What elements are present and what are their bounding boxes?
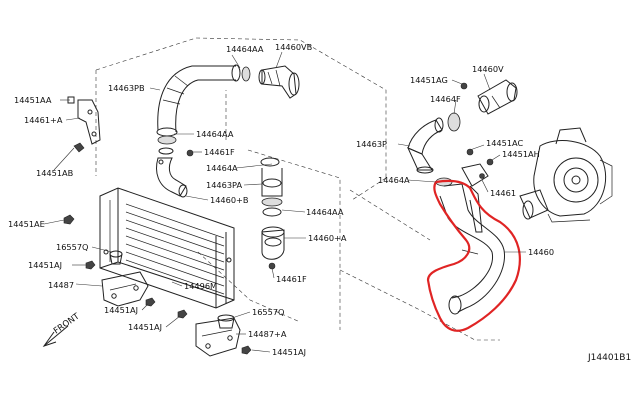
label-14460v: 14460V: [472, 64, 504, 74]
label-14451aa: 14451AA: [14, 95, 52, 105]
left-bracket: [67, 96, 101, 153]
label-14451aj-left: 14451AJ: [28, 260, 62, 270]
bolt-14451aj-mid: [145, 297, 156, 307]
lower-left-bracket: [101, 271, 149, 307]
label-14464aa-top: 14464AA: [226, 44, 264, 54]
mount-left: [109, 250, 123, 265]
elbow-outlet: [156, 149, 194, 198]
label-14464f: 14464F: [430, 94, 461, 104]
front-label: FRONT: [52, 311, 82, 336]
hose-14463p: [407, 117, 444, 174]
bolt-14451ag: [460, 82, 468, 90]
label-14464a-mid: 14464A: [206, 163, 238, 173]
highlight-outline: [426, 179, 521, 332]
label-14487: 14487: [48, 280, 74, 290]
label-14451aj-mid: 14451AJ: [104, 305, 138, 315]
turbo-inlet-tube: [477, 79, 518, 115]
turbocharger: [519, 127, 613, 223]
label-16557q-right: 16557Q: [252, 307, 285, 317]
clamp-14464f: [447, 112, 461, 132]
label-14460vb: 14460VB: [275, 42, 313, 52]
bolt-14451aj-bottom: [177, 309, 188, 319]
label-14451aj-bottom: 14451AJ: [128, 322, 162, 332]
bolt-14451aj-right: [241, 345, 252, 355]
label-14461f-low: 14461F: [276, 274, 307, 284]
label-14461: 14461: [490, 188, 516, 198]
lower-right-bracket: [195, 317, 241, 357]
upper-tube-assembly: [241, 65, 300, 99]
label-14464aa-right: 14464AA: [306, 207, 344, 217]
label-14451aj-right: 14451AJ: [272, 347, 306, 357]
label-14451ag: 14451AG: [410, 75, 448, 85]
front-direction-arrow: FRONT: [42, 311, 82, 347]
label-14461f-top: 14461F: [204, 147, 235, 157]
label-14464aa-mid: 14464AA: [196, 129, 234, 139]
label-14461a-left: 14461+A: [24, 115, 63, 125]
label-14463pb: 14463PB: [108, 83, 145, 93]
label-14451ae: 14451AE: [8, 219, 45, 229]
upper-intercooler-hose: [156, 64, 241, 155]
label-14451ac: 14451AC: [486, 138, 524, 148]
intercooler-pipe-14460: [439, 183, 505, 315]
label-14451ah: 14451AH: [502, 149, 540, 159]
bolt-14451ae: [63, 214, 75, 225]
label-14451ab: 14451AB: [36, 168, 74, 178]
label-14460a: 14460+A: [308, 233, 347, 243]
label-14496m: 14496M: [184, 281, 217, 291]
label-14463p: 14463P: [356, 139, 387, 149]
bracket-14461: [461, 148, 494, 187]
mount-right: [217, 314, 235, 329]
bolt-14451aj-left: [85, 260, 96, 270]
middle-hose-assembly: [260, 157, 285, 270]
label-14464a-right: 14464A: [378, 175, 410, 185]
diagram-code: J14401B1: [587, 353, 631, 363]
label-14487a: 14487+A: [248, 329, 287, 339]
label-14460: 14460: [528, 247, 554, 257]
assembly-boundary-lines: [95, 37, 500, 341]
label-16557q-left: 16557Q: [56, 242, 89, 252]
label-14463pa: 14463PA: [206, 180, 242, 190]
part-labels: 14464AA 14460VB 14463PB 14451AA 14461+A …: [8, 42, 554, 357]
label-14460b: 14460+B: [210, 195, 249, 205]
intercooler-core: [99, 187, 235, 309]
leader-lines: [43, 51, 526, 353]
